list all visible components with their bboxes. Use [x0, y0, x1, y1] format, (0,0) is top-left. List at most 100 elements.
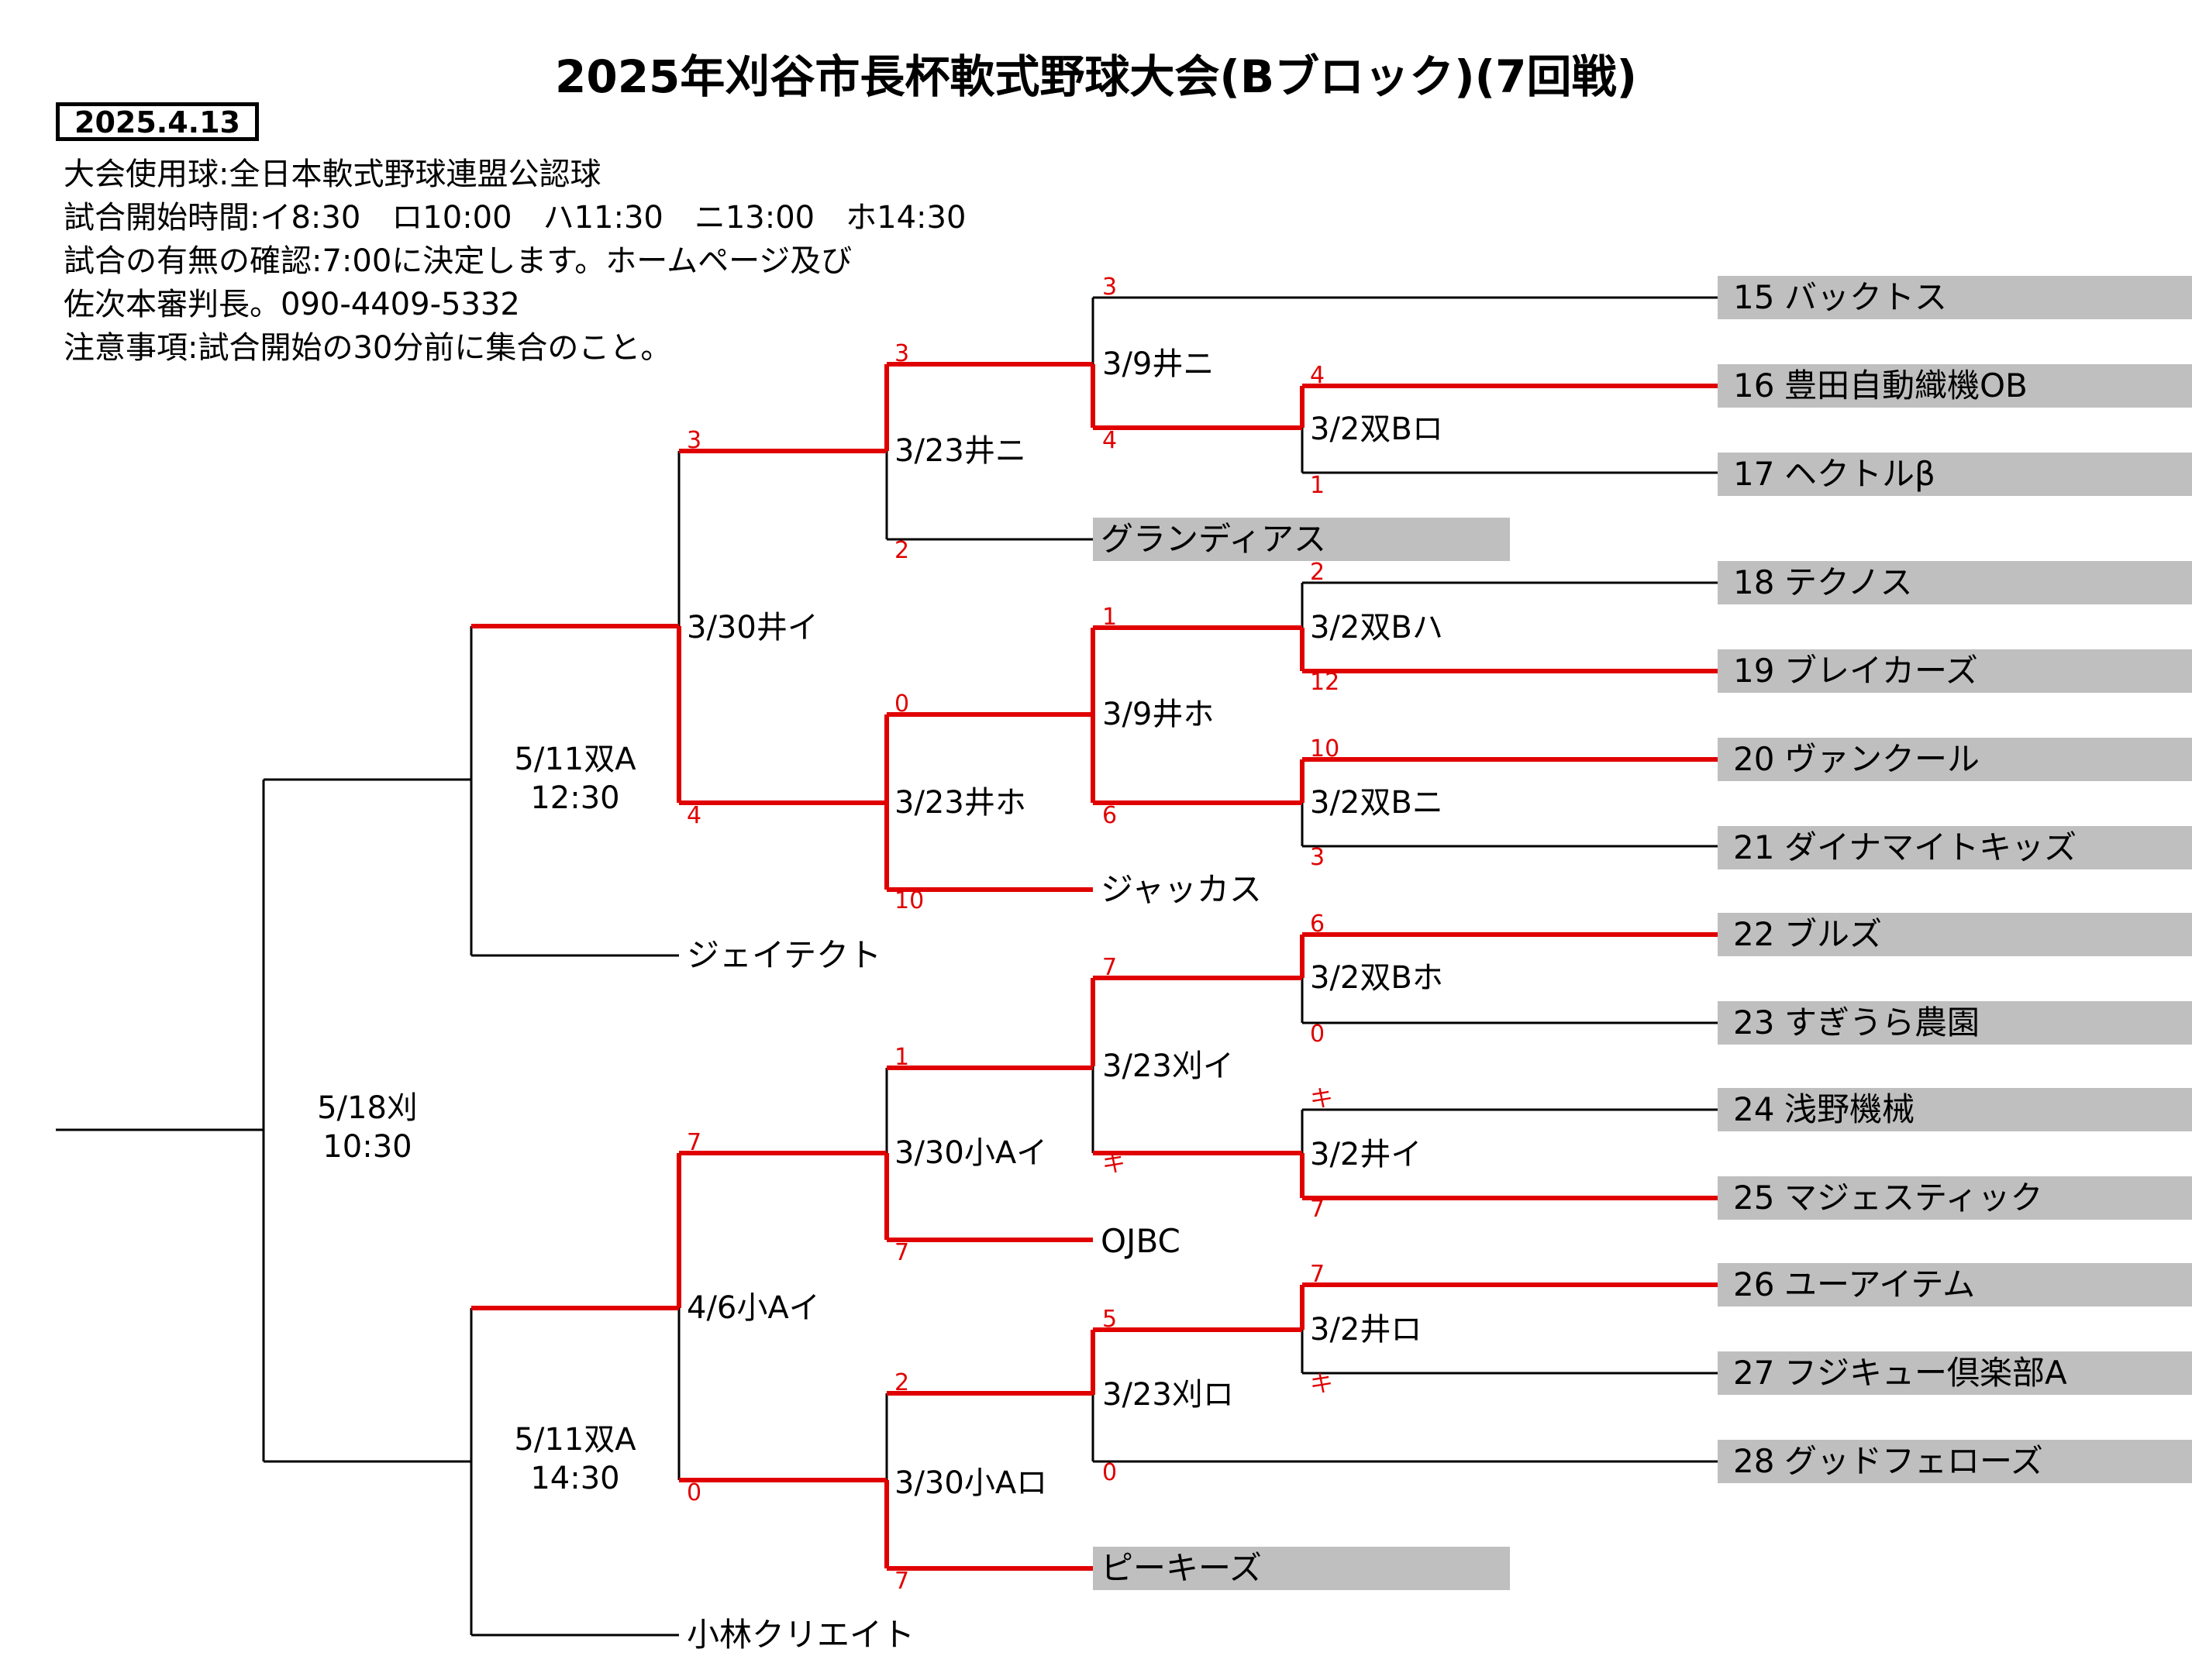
score: 3 — [1310, 844, 1325, 871]
info-contact: 佐次本審判長。090-4409-5332 — [64, 287, 520, 322]
team-name: ヴァンクール — [1784, 740, 1980, 778]
match-r1-b-ni: 3/2双Bニ — [1310, 785, 1443, 821]
score: 0 — [1102, 1459, 1118, 1486]
team-name: ヘクトルβ — [1784, 455, 1935, 493]
score: 0 — [894, 690, 910, 718]
team-name: 浅野機械 — [1784, 1090, 1915, 1128]
score: 3 — [1102, 274, 1118, 301]
score: 7 — [1310, 1196, 1325, 1223]
match-r2-k-i: 3/23刈イ — [1102, 1048, 1234, 1084]
info-notes: 注意事項:試合開始の30分前に集合のこと。 — [64, 330, 672, 366]
slot-grandias — [1093, 518, 1510, 561]
team-row — [1718, 913, 2192, 956]
score: 1 — [1310, 472, 1325, 499]
score: 2 — [894, 1369, 910, 1396]
team-row — [1718, 1088, 2192, 1131]
match-final-date: 5/18刈 — [317, 1090, 418, 1126]
team-name: テクノス — [1784, 563, 1913, 601]
team-number: 19 — [1733, 652, 1775, 690]
score: キ — [1310, 1371, 1333, 1398]
info-start-times: 試合開始時間:イ8:30 ロ10:00 ハ11:30 ニ13:00 ホ14:30 — [64, 200, 967, 236]
score: キ — [1102, 1151, 1125, 1178]
score: 4 — [1102, 427, 1118, 454]
team-ojbc: OJBC — [1101, 1222, 1180, 1260]
score: 7 — [894, 1568, 910, 1595]
match-r1-b-ha: 3/2双Bハ — [1310, 610, 1443, 645]
info-confirm: 試合の有無の確認:7:00に決定します。ホームページ及び — [64, 243, 853, 279]
date-box: 2025.4.13 — [56, 102, 259, 141]
team-number: 16 — [1733, 367, 1775, 405]
team-name: ブレイカーズ — [1784, 652, 1978, 690]
team-number: 17 — [1733, 455, 1775, 493]
team-name: すぎうら農園 — [1784, 1004, 1980, 1041]
team-name: ダイナマイトキッズ — [1784, 828, 2077, 866]
team-row — [1718, 649, 2192, 693]
slot-peakies — [1093, 1547, 1510, 1590]
score: 7 — [894, 1239, 910, 1266]
team-row — [1718, 453, 2192, 496]
match-r1-i-ro: 3/2井ロ — [1310, 1312, 1422, 1348]
team-name: バックトス — [1784, 278, 1948, 316]
team-number: 24 — [1733, 1090, 1775, 1128]
team-name: ブルズ — [1784, 915, 1883, 953]
match-r4-k-ai: 4/6小Aイ — [687, 1290, 820, 1326]
team-peakies: ピーキーズ — [1101, 1549, 1262, 1587]
team-number: 15 — [1733, 278, 1775, 316]
score: 0 — [1310, 1021, 1325, 1048]
team-row — [1718, 826, 2192, 869]
team-number: 26 — [1733, 1265, 1775, 1303]
score: 10 — [1310, 735, 1340, 763]
match-r3-k-ai: 3/30小Aイ — [894, 1135, 1048, 1171]
team-number: 25 — [1733, 1179, 1775, 1217]
team-kobayashi: 小林クリエイト — [687, 1616, 915, 1654]
team-row — [1718, 561, 2192, 604]
match-r5-top-date: 5/11双A — [514, 742, 636, 777]
match-r1-b-ho: 3/2双Bホ — [1310, 960, 1443, 996]
score: 7 — [1102, 954, 1118, 981]
loser-lines — [56, 296, 1718, 1637]
team-number: 21 — [1733, 828, 1775, 866]
score: 7 — [1310, 1261, 1325, 1288]
score: 2 — [1310, 559, 1325, 586]
score: 1 — [894, 1044, 910, 1071]
team-number: 28 — [1733, 1442, 1775, 1480]
score: 3 — [687, 427, 702, 454]
team-row — [1718, 1351, 2192, 1395]
team-number: 27 — [1733, 1354, 1775, 1392]
team-row — [1718, 1001, 2192, 1045]
page-title: 2025年刈谷市長杯軟式野球大会(Bブロック)(7回戦) — [554, 50, 1638, 103]
match-r1-b-ro: 3/2双Bロ — [1310, 411, 1443, 447]
team-number: 20 — [1733, 740, 1775, 778]
score: 4 — [1310, 362, 1325, 389]
score: 10 — [894, 887, 925, 914]
score: 3 — [894, 340, 910, 367]
team-name: フジキュー倶楽部A — [1784, 1354, 2067, 1392]
score: キ — [1310, 1086, 1333, 1113]
match-r2-k-ro: 3/23刈ロ — [1102, 1377, 1234, 1413]
team-jackcus: ジャッカス — [1101, 870, 1262, 908]
team-row — [1718, 364, 2192, 408]
team-name: グッドフェローズ — [1784, 1442, 2043, 1480]
team-row — [1718, 276, 2192, 319]
team-number: 22 — [1733, 915, 1775, 953]
team-name: 豊田自動織機OB — [1784, 367, 2028, 405]
score: 6 — [1310, 911, 1325, 938]
match-r5-bot-date: 5/11双A — [514, 1422, 636, 1458]
score: 6 — [1102, 802, 1118, 829]
score: 12 — [1310, 669, 1340, 696]
match-r5-top-time: 12:30 — [530, 780, 620, 816]
match-final-time: 10:30 — [322, 1129, 412, 1165]
